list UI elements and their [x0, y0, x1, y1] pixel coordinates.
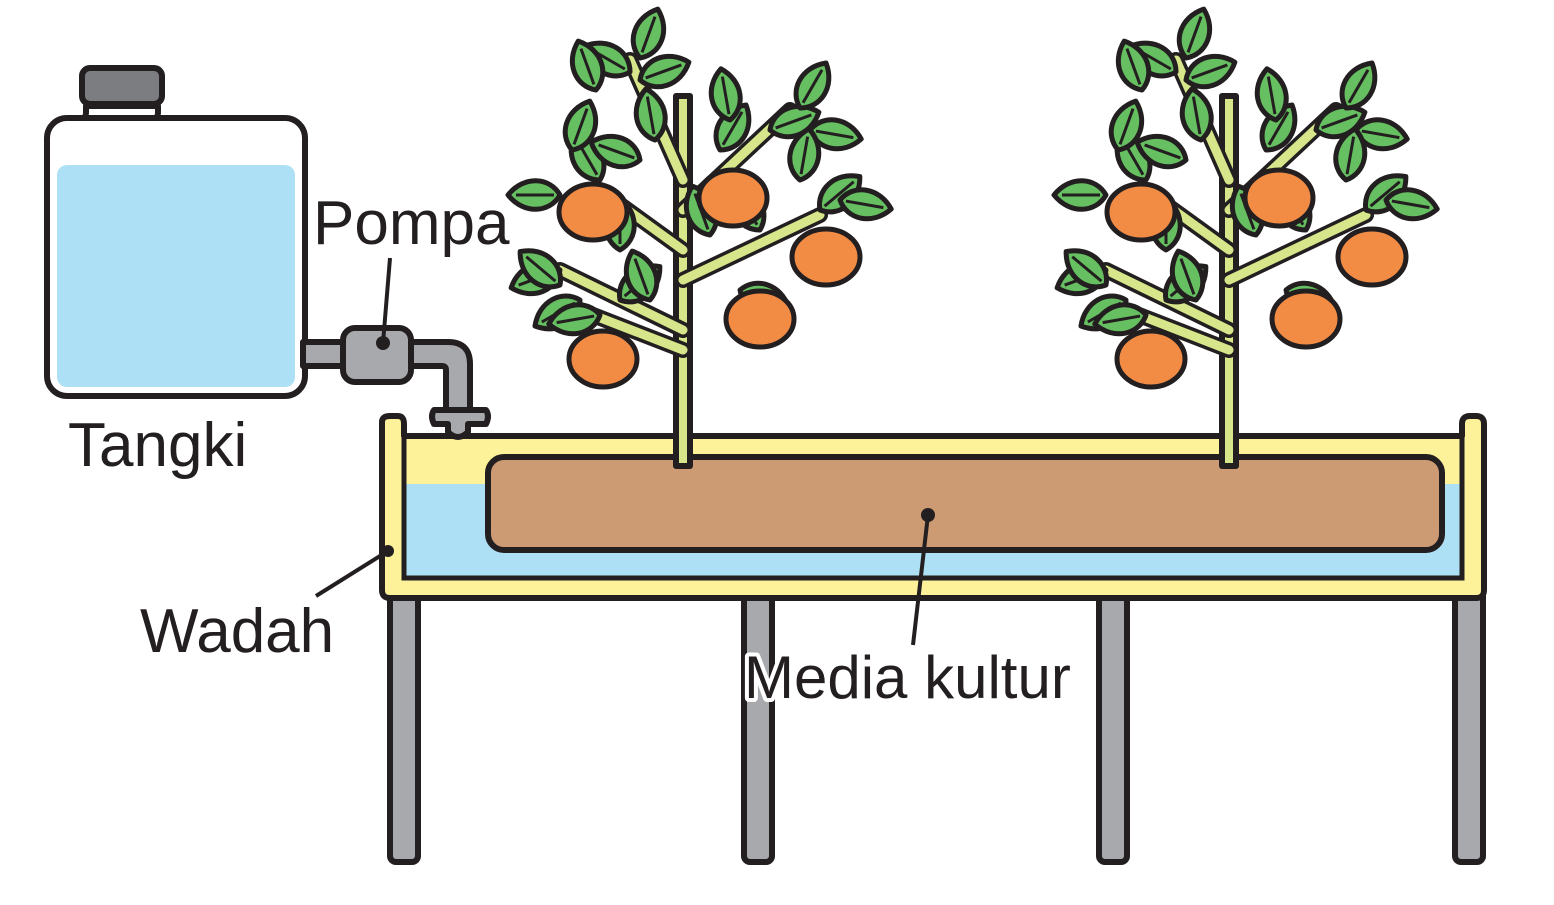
- culture-media: [485, 454, 1445, 553]
- leader-lines: [314, 257, 935, 646]
- label-wadah: Wadah: [140, 597, 334, 666]
- label-tangki: Tangki: [68, 411, 247, 480]
- leg-2: [741, 587, 775, 865]
- orange-fruit: [726, 291, 794, 347]
- leg-4: [1452, 587, 1486, 865]
- leader-media-kultur: [911, 514, 930, 646]
- pipe-nozzle: [429, 407, 491, 440]
- tree-left-fruits: [559, 170, 860, 387]
- wadah-pointer-dot: [382, 545, 394, 557]
- orange-fruit: [1117, 331, 1185, 387]
- orange-fruit: [1338, 229, 1406, 285]
- tank-tangki: [44, 65, 308, 399]
- container-inner-edge: [401, 436, 1465, 581]
- leader-pompa: [381, 257, 392, 344]
- orange-fruit: [1107, 184, 1175, 240]
- orange-fruit: [1272, 291, 1340, 347]
- tank-water: [57, 165, 295, 387]
- pump-body: [340, 325, 414, 385]
- orange-fruit: [1245, 170, 1313, 226]
- orange-fruit: [699, 170, 767, 226]
- tree-right-fruits: [1107, 170, 1406, 387]
- table-legs: [387, 587, 1486, 865]
- label-pompa: Pompa: [313, 189, 510, 258]
- label-media-kultur: Media kultur: [744, 644, 1071, 711]
- leader-wadah: [314, 549, 390, 598]
- pipe-elbow: [402, 339, 473, 415]
- orange-fruit: [792, 229, 860, 285]
- tank-cap: [79, 65, 165, 107]
- pipe-from-tank: [300, 339, 350, 369]
- orange-fruit: [559, 184, 627, 240]
- pump-pompa: [300, 325, 491, 440]
- leg-1: [387, 587, 421, 865]
- orange-tree-left: [506, 4, 893, 469]
- tree-right-leaves: [1052, 4, 1439, 338]
- tree-left-leaves: [506, 4, 893, 338]
- media-pointer-dot: [921, 508, 935, 522]
- container-wadah: [379, 413, 1487, 601]
- leg-3: [1096, 587, 1130, 865]
- orange-fruit: [569, 331, 637, 387]
- orange-tree-right: [1052, 4, 1439, 469]
